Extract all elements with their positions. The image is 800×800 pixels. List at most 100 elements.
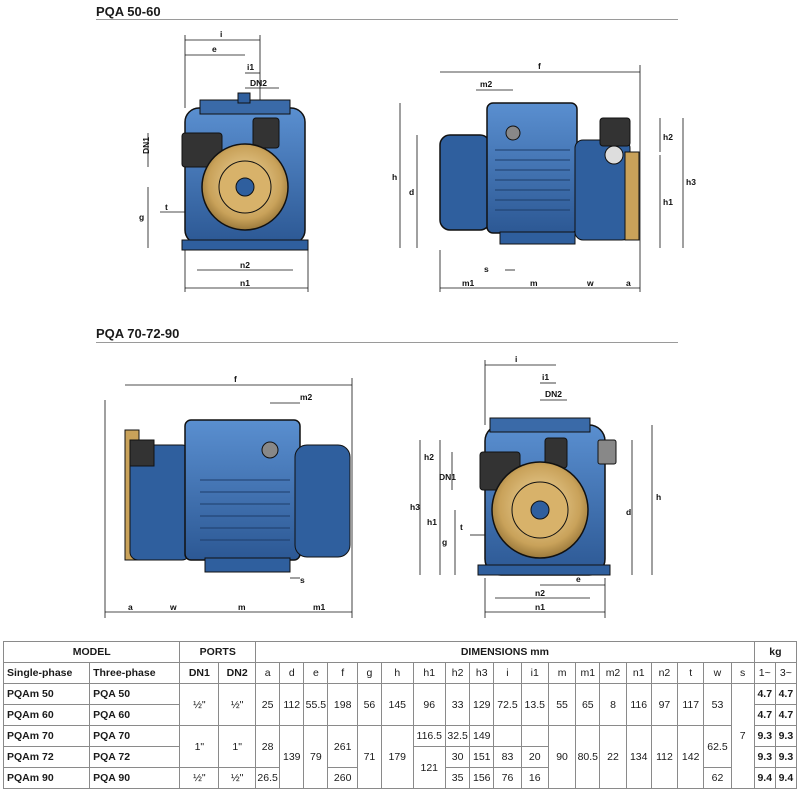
header-kg-3: 3~ bbox=[774, 662, 798, 684]
model-three: PQA 60 bbox=[89, 704, 181, 726]
dim-label-t: t bbox=[460, 522, 463, 532]
cell-kg-1: 9.3 bbox=[753, 746, 776, 768]
header-col-h2: h2 bbox=[445, 662, 471, 684]
dim-label-n2: n2 bbox=[535, 588, 545, 598]
dim-label-d: d bbox=[409, 187, 414, 197]
cell-m: 55 bbox=[547, 683, 577, 726]
dim-label-m2: m2 bbox=[300, 392, 313, 402]
cell-f: 261 bbox=[327, 725, 358, 768]
technical-drawings: i e i1 DN2 DN1 t g n2 n1 f m2 h d h2 h1 … bbox=[104, 29, 696, 618]
header-col-i: i bbox=[493, 662, 522, 684]
dim-label-w: w bbox=[586, 278, 594, 288]
dim-label-h3: h3 bbox=[686, 177, 696, 187]
cell-h2: 30 bbox=[445, 746, 471, 768]
dimensions-table: MODEL PORTS DIMENSIONS mm kg Single-phas… bbox=[2, 641, 798, 789]
cell-i1: 20 bbox=[520, 746, 549, 768]
section-divider bbox=[96, 342, 678, 343]
dim-label-m: m bbox=[530, 278, 538, 288]
model-single: PQAm 90 bbox=[2, 767, 91, 789]
cell-kg-1: 4.7 bbox=[753, 683, 776, 705]
pump-front-view-70-90 bbox=[477, 417, 617, 576]
pump-side-view-70-90 bbox=[124, 419, 351, 573]
dim-label-n1: n1 bbox=[240, 278, 250, 288]
header-ports: PORTS bbox=[179, 641, 257, 663]
cell-e: 55.5 bbox=[303, 683, 329, 726]
dim-label-i: i bbox=[515, 354, 517, 364]
section-title-pqa-50-60: PQA 50-60 bbox=[96, 4, 161, 19]
cell-kg-1: 4.7 bbox=[753, 704, 776, 726]
cell-n2: 112 bbox=[650, 725, 679, 789]
cell-t: 142 bbox=[677, 725, 705, 789]
dim-label-a: a bbox=[626, 278, 631, 288]
cell-h3: 149 bbox=[469, 725, 495, 747]
cell-kg-1: 9.4 bbox=[753, 767, 776, 789]
header-col-n1: n1 bbox=[625, 662, 652, 684]
dim-label-w: w bbox=[169, 602, 177, 612]
pump-side-view-50-60 bbox=[439, 102, 640, 245]
cell-h2: 35 bbox=[445, 767, 471, 789]
dimension-lines-side-50-60 bbox=[399, 65, 684, 292]
cell-i1 bbox=[520, 725, 549, 747]
model-three: PQA 70 bbox=[89, 725, 181, 747]
cell-n1: 134 bbox=[625, 725, 652, 789]
model-three: PQA 90 bbox=[89, 767, 181, 789]
dim-label-m1: m1 bbox=[462, 278, 475, 288]
header-col-n2: n2 bbox=[650, 662, 679, 684]
dim-label-t: t bbox=[165, 202, 168, 212]
cell-dn1: 1" bbox=[179, 725, 220, 768]
cell-m1: 65 bbox=[575, 683, 601, 726]
header-col-h1: h1 bbox=[412, 662, 447, 684]
cell-kg-3: 9.4 bbox=[774, 767, 798, 789]
dim-label-i1: i1 bbox=[542, 372, 549, 382]
cell-h3: 129 bbox=[469, 683, 495, 726]
dim-label-h1: h1 bbox=[663, 197, 673, 207]
cell-kg-3: 9.3 bbox=[774, 746, 798, 768]
dimension-lines-side-70-90 bbox=[104, 378, 353, 618]
cell-d: 112 bbox=[279, 683, 305, 726]
dim-label-f: f bbox=[538, 61, 541, 71]
dim-label-e: e bbox=[212, 44, 217, 54]
header-col-a: a bbox=[255, 662, 281, 684]
cell-kg-1: 9.3 bbox=[753, 725, 776, 747]
model-single: PQAm 60 bbox=[2, 704, 91, 726]
header-dimensions: DIMENSIONS mm bbox=[255, 641, 755, 663]
cell-m2: 22 bbox=[599, 725, 627, 789]
cell-i: 76 bbox=[493, 767, 522, 789]
dim-label-h2: h2 bbox=[663, 132, 673, 142]
cell-s: 7 bbox=[730, 683, 755, 789]
cell-a: 26.5 bbox=[255, 767, 281, 789]
table-row: PQAm 70 PQA 70 1" 1" 28 139 79 261 71 17… bbox=[2, 725, 798, 789]
dim-label-n2: n2 bbox=[240, 260, 250, 270]
dim-label-h3: h3 bbox=[410, 502, 420, 512]
dim-label-i1: i1 bbox=[247, 62, 254, 72]
model-three: PQA 50 bbox=[89, 683, 181, 705]
dim-label-n1: n1 bbox=[535, 602, 545, 612]
cell-w: 62.5 bbox=[703, 725, 732, 768]
cell-n2: 97 bbox=[650, 683, 679, 726]
dim-label-dn1: DN1 bbox=[439, 472, 456, 482]
pump-front-view-50-60 bbox=[181, 92, 309, 251]
header-col-e: e bbox=[303, 662, 329, 684]
header-dn2: DN2 bbox=[218, 662, 257, 684]
header-col-m2: m2 bbox=[599, 662, 627, 684]
cell-g: 71 bbox=[356, 725, 383, 789]
dim-label-m2: m2 bbox=[480, 79, 493, 89]
section-divider bbox=[96, 19, 678, 20]
dim-label-dn1: DN1 bbox=[141, 137, 151, 154]
cell-w: 62 bbox=[703, 767, 732, 789]
model-three: PQA 72 bbox=[89, 746, 181, 768]
header-three-phase: Three-phase bbox=[89, 662, 181, 684]
dim-label-d: d bbox=[626, 507, 631, 517]
cell-h: 179 bbox=[381, 725, 414, 789]
cell-kg-3: 4.7 bbox=[774, 704, 798, 726]
header-col-w: w bbox=[703, 662, 732, 684]
cell-w: 53 bbox=[703, 683, 732, 726]
cell-dn1: ½" bbox=[179, 683, 220, 726]
header-model: MODEL bbox=[2, 641, 181, 663]
header-col-s: s bbox=[730, 662, 755, 684]
cell-a: 25 bbox=[255, 683, 281, 726]
table-row: PQAm 90 PQA 90 ½" ½" 26.5 260 35 156 76 … bbox=[2, 767, 798, 789]
header-col-t: t bbox=[677, 662, 705, 684]
header-kg-1: 1~ bbox=[753, 662, 776, 684]
cell-m1: 80.5 bbox=[575, 725, 601, 789]
